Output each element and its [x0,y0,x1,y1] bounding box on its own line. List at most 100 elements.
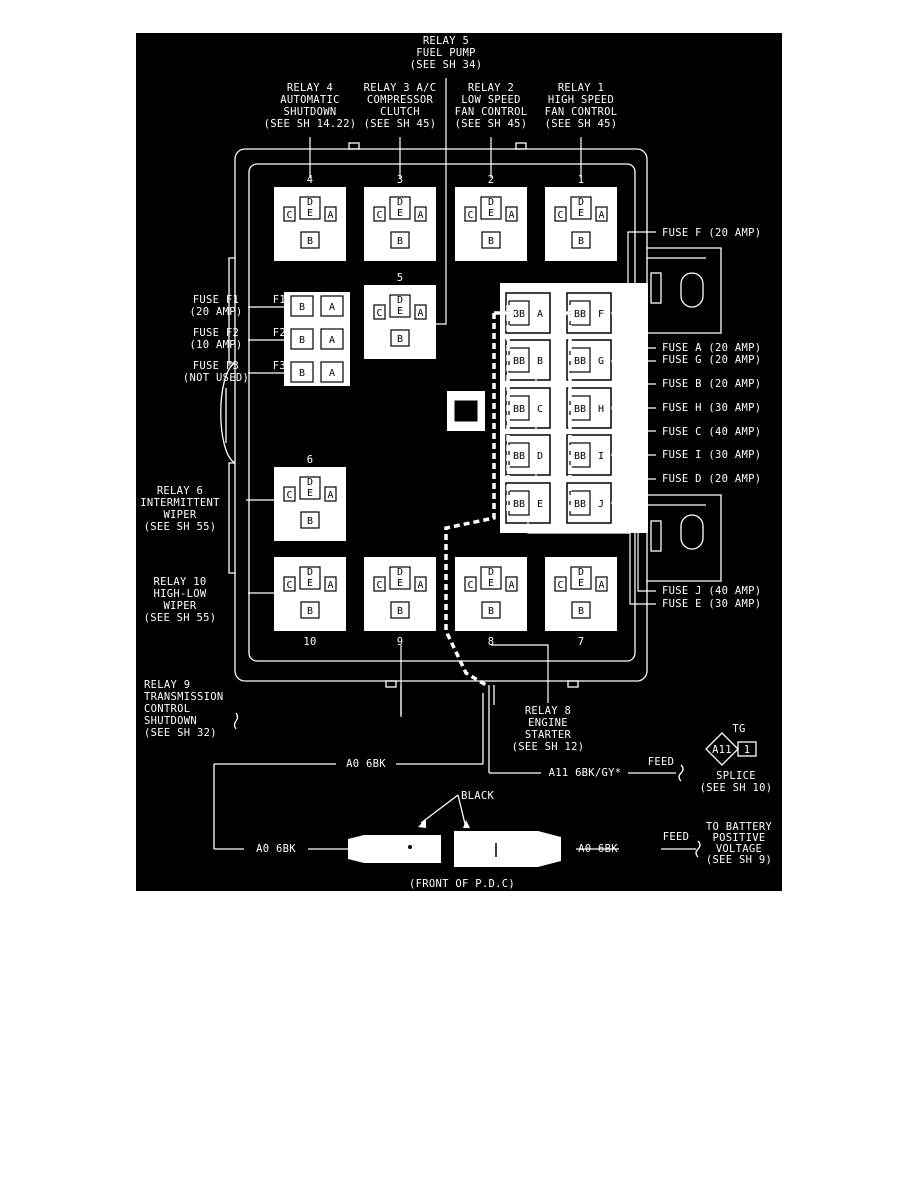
relay-pin-b: B [578,606,584,617]
relay-4-label-line: (SEE SH 14.22) [264,118,357,130]
relay-pin-e: E [397,578,403,589]
relay-1-number: 1 [578,174,585,186]
small-fuse-id: F3 [273,360,286,372]
small-fuse-pin-b: B [299,368,305,379]
fuse-label-right: FUSE D (20 AMP) [662,473,761,485]
front-connector-left [348,835,441,863]
relay-6-label-line: (SEE SH 55) [144,521,217,533]
maxi-fuse-bb: BB [513,356,525,367]
relay-1-label-line: HIGH SPEED [548,94,614,106]
relay-3-label-line: COMPRESSOR [367,94,434,106]
fuse-label-right: FUSE E (30 AMP) [662,598,761,610]
relay-8-label-line: RELAY 8 [525,705,571,717]
relay-3-label-line: (SEE SH 45) [364,118,437,130]
relay-2-label-line: (SEE SH 45) [455,118,528,130]
relay-1-label-line: RELAY 1 [558,82,604,94]
relay-pin-e: E [578,578,584,589]
splice-label-line: (SEE SH 10) [700,782,773,794]
maxi-fuse-bb: BB [513,309,525,320]
relay-pin-a: A [417,308,423,319]
relay-pin-c: C [557,210,563,221]
fuse-label-right: FUSE B (20 AMP) [662,378,761,390]
maxi-fuse-letter: H [598,404,604,415]
relay-pin-a: A [508,580,514,591]
relay-10-label-line: WIPER [163,600,196,612]
relay-pin-c: C [376,580,382,591]
small-fuse-f3-label-line: (NOT USED) [183,372,249,384]
relay-pin-b: B [397,606,403,617]
relay-pin-e: E [307,208,313,219]
relay-9-label-line: TRANSMISSION [144,691,223,703]
relay-1-label-line: (SEE SH 45) [545,118,618,130]
relay-pin-a: A [508,210,514,221]
maxi-fuse-g: BB G [566,339,612,381]
relay-4-label-line: SHUTDOWN [284,106,337,118]
splice-tag: TG [732,723,745,735]
bus-bar-dashed [444,305,576,687]
front-connector-right [454,831,561,867]
relay-2-label-line: LOW SPEED [461,94,521,106]
small-fuse-id: F1 [273,294,286,306]
mounting-ear-upper [647,247,722,334]
fuse-label-right: FUSE I (30 AMP) [662,449,761,461]
leader-lines [246,78,656,717]
relay-pin-d: D [578,197,584,208]
small-fuse-pin-a: A [329,335,335,346]
maxi-fuse-letter: C [537,404,543,415]
front-of-pdc-label: (FRONT OF P.D.C) [409,878,515,890]
relay-9-label-line: RELAY 9 [144,679,190,691]
battery-label-line: TO BATTERY [706,821,773,833]
relay-pin-c: C [467,580,473,591]
relay-pin-d: D [578,567,584,578]
relay-pin-d: D [397,567,403,578]
relay-5-label-line: RELAY 5 [423,35,469,47]
small-fuse-pin-a: A [329,302,335,313]
relay-pin-b: B [307,236,313,247]
small-fuse-pin-b: B [299,335,305,346]
small-fuse-f2-label-line: (10 AMP) [190,339,243,351]
splice-label: SPLICE(SEE SH 10) [700,770,773,794]
relay-6-number: 6 [307,454,314,466]
wire-a0-left: A0 6BK [256,843,296,855]
relay-pin-a: A [327,210,333,221]
relay-3-number: 3 [397,174,404,186]
relay-pin-a: A [327,490,333,501]
relay-6-label-line: RELAY 6 [157,485,203,497]
maxi-fuse-letter: A [537,309,543,320]
maxi-fuse-bb: BB [513,499,525,510]
relay-pin-b: B [397,236,403,247]
relay-10-label-line: HIGH-LOW [154,588,207,600]
relay-pin-c: C [286,580,292,591]
small-fuse-f1-label: FUSE F1(20 AMP) [190,294,243,318]
maxi-fuse-letter: F [598,309,604,320]
relay-5-label-line: FUEL PUMP [416,47,476,59]
relay-10-label-line: RELAY 10 [154,576,207,588]
relay-pin-b: B [488,236,494,247]
relay-2-label-line: RELAY 2 [468,82,514,94]
maxi-fuse-bb: BB [574,356,586,367]
relay-pin-c: C [376,210,382,221]
maxi-fuse-letter: G [598,356,604,367]
splice-pin: 1 [744,744,751,756]
small-fuse-f2-label: FUSE F2(10 AMP) [190,327,243,351]
relay-8-label-line: STARTER [525,729,572,741]
fuse-label-right: FUSE H (30 AMP) [662,402,761,414]
relay-pin-e: E [307,488,313,499]
maxi-fuse-bb: BB [574,499,586,510]
